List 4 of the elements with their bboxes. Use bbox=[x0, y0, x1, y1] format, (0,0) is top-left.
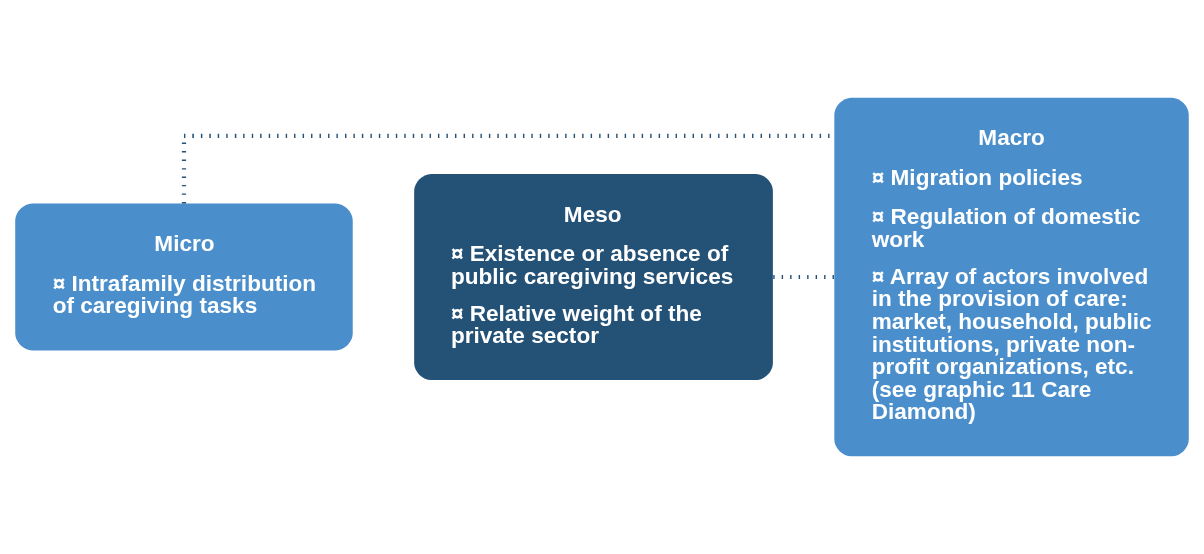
node-box: Macro ¤ Migration policies ¤ Regulation of domestic work ¤ Array of actors involved in the provision of care: market, household, public institutions, private non-profit organizations, etc. (see graphic 11 Care Diamond) bbox=[834, 97, 1189, 457]
connector bbox=[773, 274, 834, 280]
node-box: Meso ¤ Existence or absence of public caregiving services ¤ Relative weight of the private sector bbox=[414, 173, 773, 381]
node-box: Micro ¤ Intrafamily distribution of caregiving tasks bbox=[15, 203, 353, 351]
